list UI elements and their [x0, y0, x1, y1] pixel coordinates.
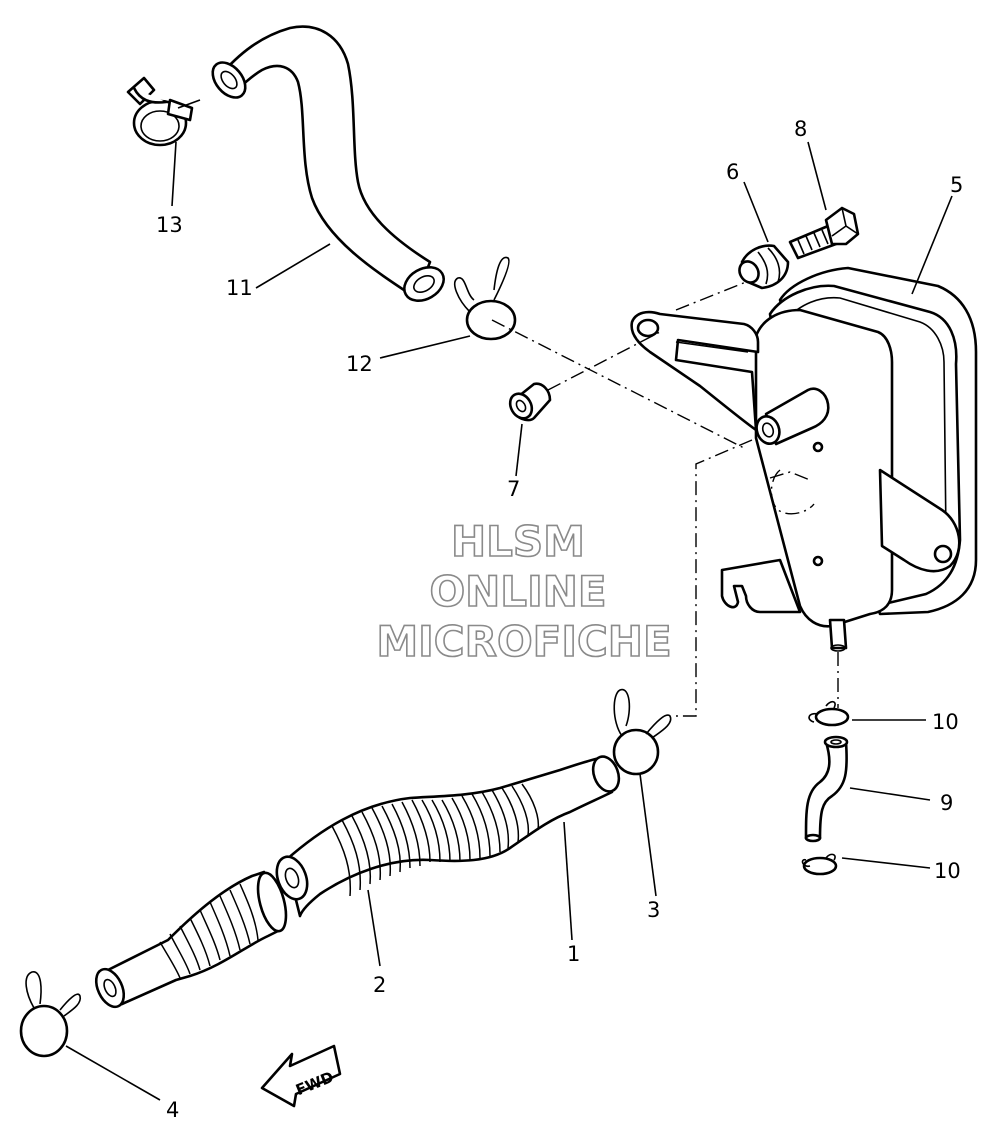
callout-7: 7	[507, 477, 520, 501]
part-6-grommet	[738, 244, 790, 290]
callout-12: 12	[346, 352, 373, 376]
part-13-clamp	[126, 76, 194, 147]
callout-10b: 10	[934, 859, 961, 883]
callout-8: 8	[794, 117, 807, 141]
watermark: HLSM ONLINE MICROFICHE	[376, 516, 673, 667]
part-7-collar	[508, 382, 552, 422]
part-10-clip-lower	[801, 853, 838, 876]
watermark-line-1: HLSM	[451, 517, 585, 566]
tank-inlet-pipe	[755, 387, 830, 446]
part-8-bolt	[788, 206, 860, 260]
callout-1: 1	[567, 942, 580, 966]
part-11-hose	[211, 25, 445, 303]
watermark-line-3: MICROFICHE	[376, 617, 671, 666]
callout-13: 13	[156, 213, 183, 237]
fwd-direction-marker: FWD	[260, 1044, 342, 1108]
callout-2: 2	[373, 973, 386, 997]
part-3-spring-clip	[612, 688, 672, 776]
part-10-clip-upper	[808, 700, 850, 727]
tank-bracket	[630, 310, 802, 614]
part-5-tank	[754, 266, 978, 652]
assembly-lines	[491, 281, 839, 717]
leader-lines	[65, 99, 953, 1101]
part-4-spring-clip	[19, 971, 82, 1058]
callout-4: 4	[166, 1098, 179, 1122]
part-2-corrugated-hose	[94, 870, 288, 1009]
part-9-small-hose	[804, 735, 849, 843]
callout-3: 3	[647, 898, 660, 922]
callout-labels: 1 2 3 4 5 6 7 8 9 10 10 11 12 13	[156, 117, 963, 1122]
callout-6: 6	[726, 160, 739, 184]
callout-5: 5	[950, 173, 963, 197]
watermark-line-2: ONLINE	[429, 567, 606, 616]
callout-11: 11	[226, 276, 253, 300]
part-12-spring-clip	[454, 256, 517, 341]
part-1-corrugated-hose	[275, 755, 621, 918]
callout-10a: 10	[932, 710, 959, 734]
callout-9: 9	[940, 791, 953, 815]
